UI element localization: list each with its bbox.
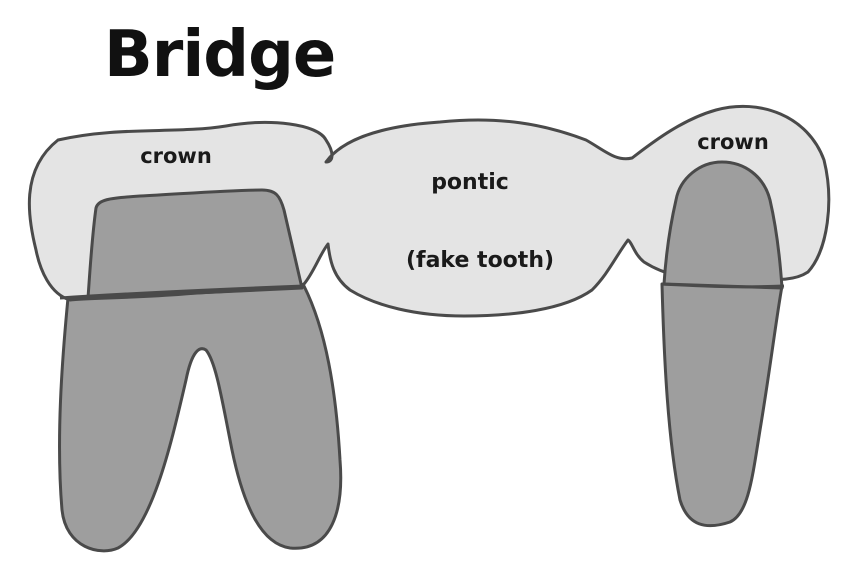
crown-label-left: crown	[140, 144, 212, 168]
left-tooth-roots	[58, 284, 343, 553]
page-title: Bridge	[104, 18, 336, 92]
pontic-label: pontic	[431, 170, 509, 195]
left-margin-line	[59, 284, 305, 300]
fake-tooth-label: (fake tooth)	[405, 248, 555, 273]
right-margin-line	[661, 282, 785, 289]
right-tooth-core	[662, 160, 784, 290]
left-tooth-core	[86, 188, 304, 300]
crown-label-right: crown	[697, 130, 769, 154]
right-tooth-root	[660, 282, 784, 528]
